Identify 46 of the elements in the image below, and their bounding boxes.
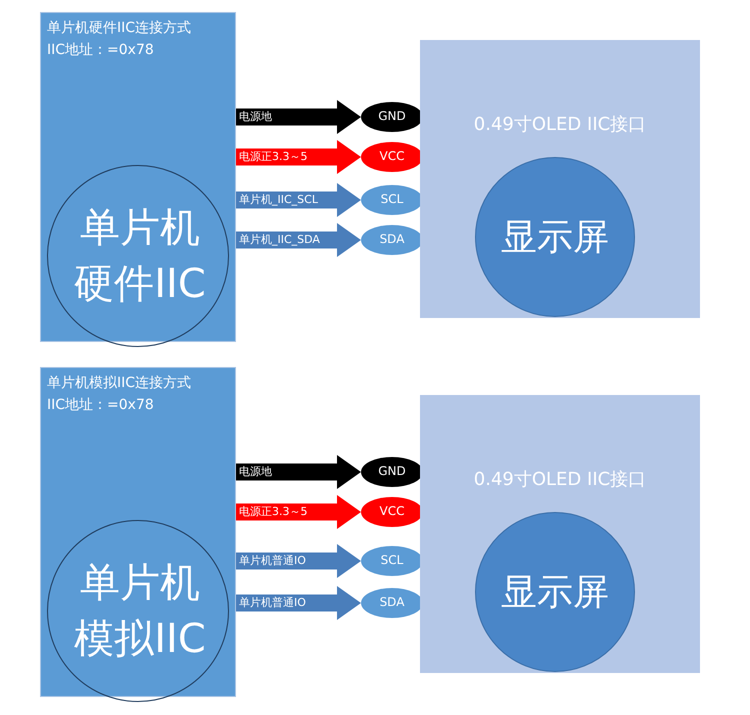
edge-label: 电源正3.3～5 (239, 150, 308, 164)
pin-name: GND (377, 109, 407, 123)
pin-ellipse (361, 185, 423, 215)
pin-ellipse (361, 497, 423, 527)
address-text: IIC地址：=0x78 (47, 41, 154, 59)
block-arrow (236, 223, 361, 257)
pin-ellipse (361, 225, 423, 255)
pin-name: SDA (378, 595, 406, 609)
pin-name: VCC (378, 504, 406, 518)
screen-title: 显示屏 (500, 571, 610, 615)
circle-title: 单片机硬件IIC (73, 204, 207, 309)
circle-title: 单片机模拟IIC (73, 559, 207, 664)
mcu-circle (47, 520, 229, 702)
edge-label: 电源正3.3～5 (239, 505, 308, 519)
pin-ellipse (361, 102, 423, 132)
block-arrow (236, 495, 361, 529)
block-arrow (236, 586, 361, 620)
address-text: IIC地址：=0x78 (47, 396, 154, 414)
block-arrow (236, 140, 361, 174)
pin-ellipse (361, 588, 423, 618)
panel-heading: 单片机硬件IIC连接方式 (47, 19, 192, 37)
edge-label: 单片机_IIC_SDA (239, 233, 320, 247)
pin-name: SDA (378, 232, 406, 246)
interface-title: 0.49寸OLED IIC接口 (472, 468, 648, 491)
pin-ellipse (361, 457, 423, 487)
edge-label: 单片机_IIC_SCL (239, 193, 318, 207)
interface-title: 0.49寸OLED IIC接口 (472, 113, 648, 136)
mcu-circle (47, 165, 229, 347)
oled-panel (420, 395, 700, 673)
pin-name: VCC (378, 149, 406, 163)
panel-heading: 单片机模拟IIC连接方式 (47, 374, 192, 392)
block-arrow (236, 544, 361, 578)
screen-title: 显示屏 (500, 216, 610, 260)
edge-label: 单片机普通IO (239, 554, 306, 568)
block-arrow (236, 100, 361, 134)
block-arrow (236, 183, 361, 217)
pin-name: GND (377, 464, 407, 478)
pin-ellipse (361, 546, 423, 576)
edge-label: 电源地 (239, 110, 272, 124)
pin-name: SCL (380, 553, 404, 567)
edge-label: 单片机普通IO (239, 596, 306, 610)
oled-panel (420, 40, 700, 318)
pin-ellipse (361, 142, 423, 172)
block-arrow (236, 455, 361, 489)
pin-name: SCL (380, 192, 404, 206)
edge-label: 电源地 (239, 465, 272, 479)
